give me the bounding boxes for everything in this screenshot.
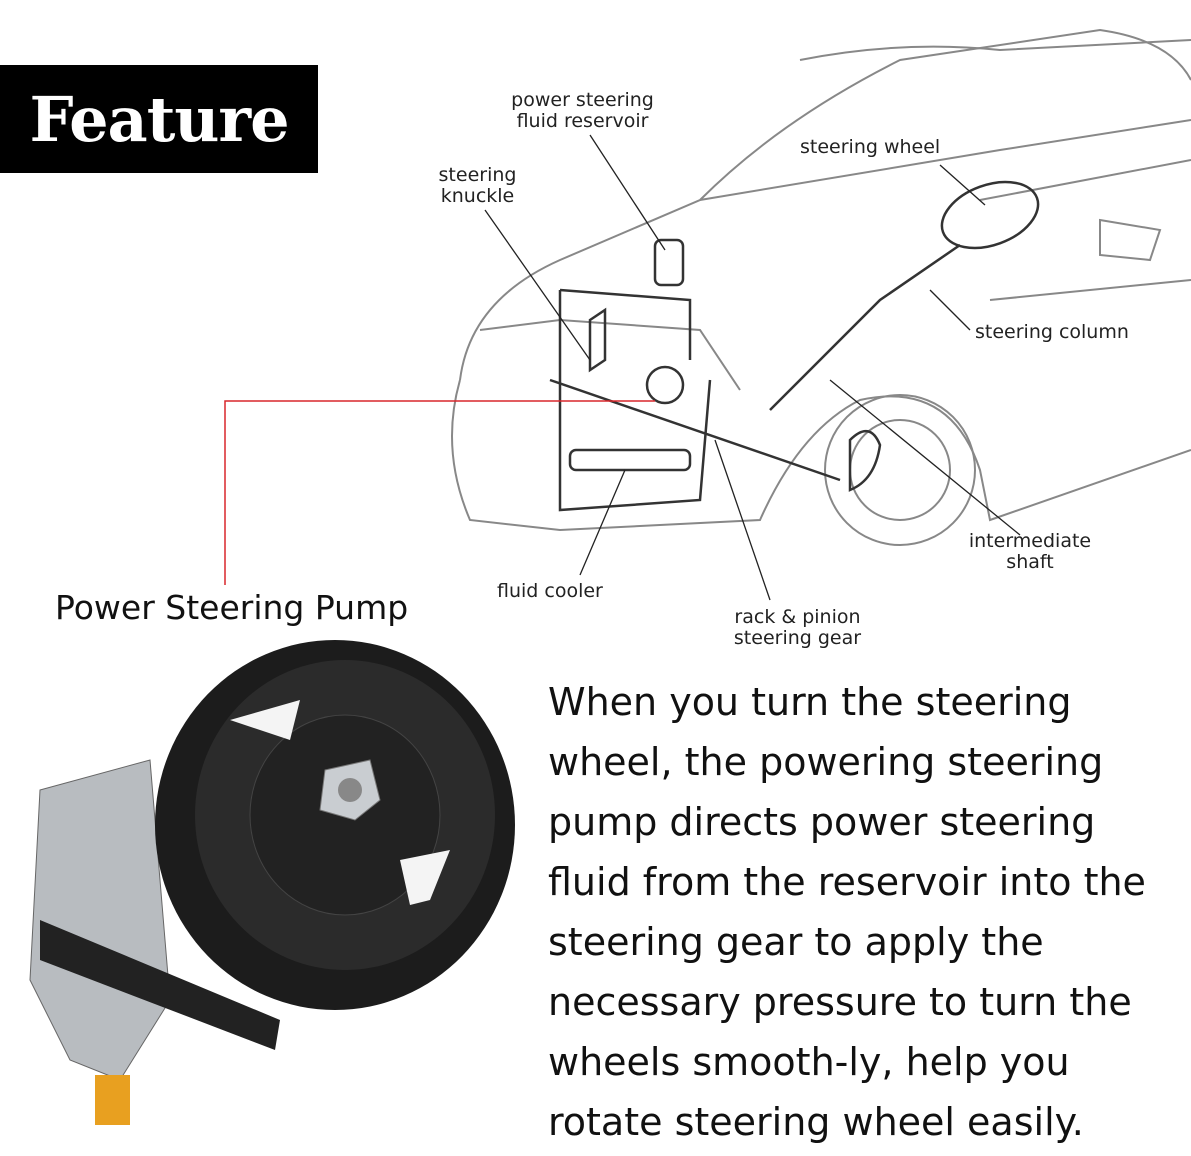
description-text: When you turn the steering wheel, the po… — [548, 680, 1146, 1144]
label-rack-pinion: rack & pinion steering gear — [733, 606, 862, 649]
steering-system — [549, 180, 1040, 512]
label-steering-wheel: steering wheel — [800, 136, 941, 158]
label-intermediate-shaft: intermediate shaft — [968, 530, 1092, 573]
label-steering-knuckle: steering knuckle — [438, 164, 517, 207]
leader-lines — [484, 134, 1021, 601]
label-fluid-reservoir: power steering fluid reservoir — [511, 89, 654, 132]
feature-header: Feature — [0, 65, 318, 173]
pump-callout-line — [224, 400, 655, 585]
power-steering-pump-image — [29, 640, 515, 1125]
label-steering-column: steering column — [975, 321, 1129, 343]
label-fluid-cooler: fluid cooler — [497, 580, 603, 602]
feature-title: Feature — [29, 82, 289, 156]
pump-label: Power Steering Pump — [55, 588, 409, 627]
car-outline — [451, 28, 1191, 546]
